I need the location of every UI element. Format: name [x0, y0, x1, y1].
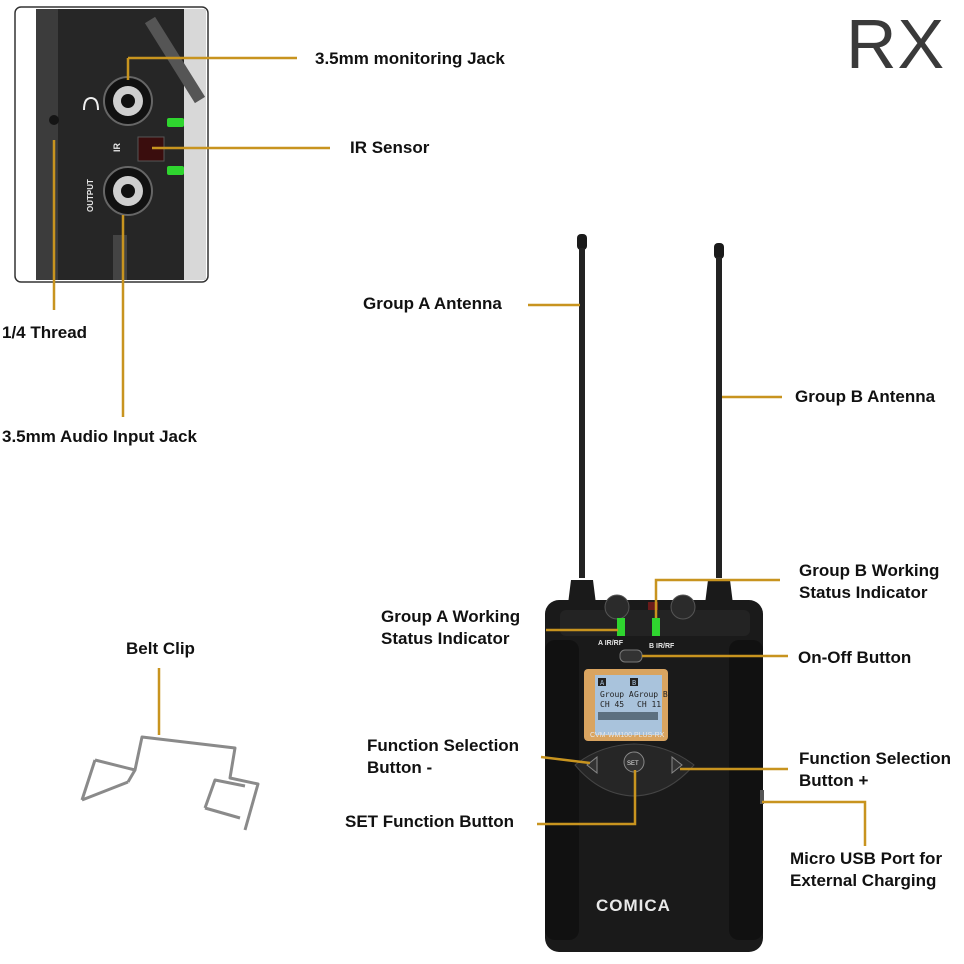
inset-leader-lines	[52, 56, 330, 417]
on-off-label: On-Off Button	[798, 648, 912, 667]
group-a-status-label-line1: Group A Working	[381, 607, 521, 626]
ir-sensor-label: IR Sensor	[350, 138, 430, 157]
device-leader-lines	[528, 303, 867, 846]
function-minus-label-line2: Button -	[367, 758, 433, 777]
belt-clip-label: Belt Clip	[126, 639, 195, 658]
lcd-ch-b: CH 11	[637, 700, 661, 709]
usb-label-line1: Micro USB Port for	[790, 849, 943, 868]
lcd-tag-b: B	[632, 679, 636, 687]
group-a-antenna-icon	[567, 234, 597, 612]
headphone-icon	[83, 96, 99, 111]
on-off-button[interactable]	[619, 649, 643, 663]
audio-input-jack-icon	[103, 166, 153, 216]
usb-port	[760, 790, 764, 804]
thread-label: 1/4 Thread	[2, 323, 88, 342]
function-plus-label-line1: Function Selection	[799, 749, 952, 768]
set-button-label: SET Function Button	[345, 812, 515, 831]
page-title: RX	[846, 5, 946, 83]
lcd-ch-a: CH 45	[600, 700, 624, 709]
lcd-group-a: Group A	[600, 690, 634, 699]
lcd-tag-a: A	[600, 679, 605, 687]
group-b-status-label-line1: Group B Working	[799, 561, 940, 580]
function-plus-label-line2: Button +	[799, 771, 869, 790]
group-b-status-label-line2: Status Indicator	[799, 583, 928, 602]
brand-logo: COMICA	[596, 896, 671, 915]
usb-label-line2: External Charging	[790, 871, 937, 890]
port-b-text: B IR/RF	[649, 643, 675, 650]
inset-ir-text: IR	[112, 142, 122, 152]
group-a-status-label-line2: Status Indicator	[381, 629, 510, 648]
function-minus-button[interactable]	[586, 755, 598, 775]
belt-clip-icon	[80, 668, 260, 831]
group-b-antenna-icon	[704, 243, 734, 612]
group-b-antenna-label: Group B Antenna	[795, 387, 936, 406]
receiver-body: A IR/RF B IR/RF A B Group A CH 45 Group …	[545, 594, 764, 952]
model-text: CVM-WM100 PLUS-RX	[590, 732, 665, 739]
inset-output-text: OUTPUT	[86, 179, 95, 212]
group-a-antenna-label: Group A Antenna	[363, 294, 502, 313]
thread-hole-icon	[49, 115, 59, 125]
inset-led-bottom	[167, 166, 184, 175]
inset-closeup: IR OUTPUT	[14, 6, 209, 283]
set-key-text: SET	[627, 761, 639, 767]
function-plus-button[interactable]	[671, 755, 683, 775]
monitoring-jack-icon	[103, 76, 153, 126]
group-b-led	[652, 618, 660, 636]
monitoring-jack-label: 3.5mm monitoring Jack	[315, 49, 505, 68]
inset-led-top	[167, 118, 184, 127]
lcd-group-b: Group B	[634, 690, 668, 699]
group-a-led	[617, 618, 625, 636]
function-minus-label-line1: Function Selection	[367, 736, 520, 755]
port-a-text: A IR/RF	[598, 640, 624, 647]
audio-input-jack-label: 3.5mm Audio Input Jack	[2, 427, 197, 446]
lcd-screen	[595, 675, 662, 735]
